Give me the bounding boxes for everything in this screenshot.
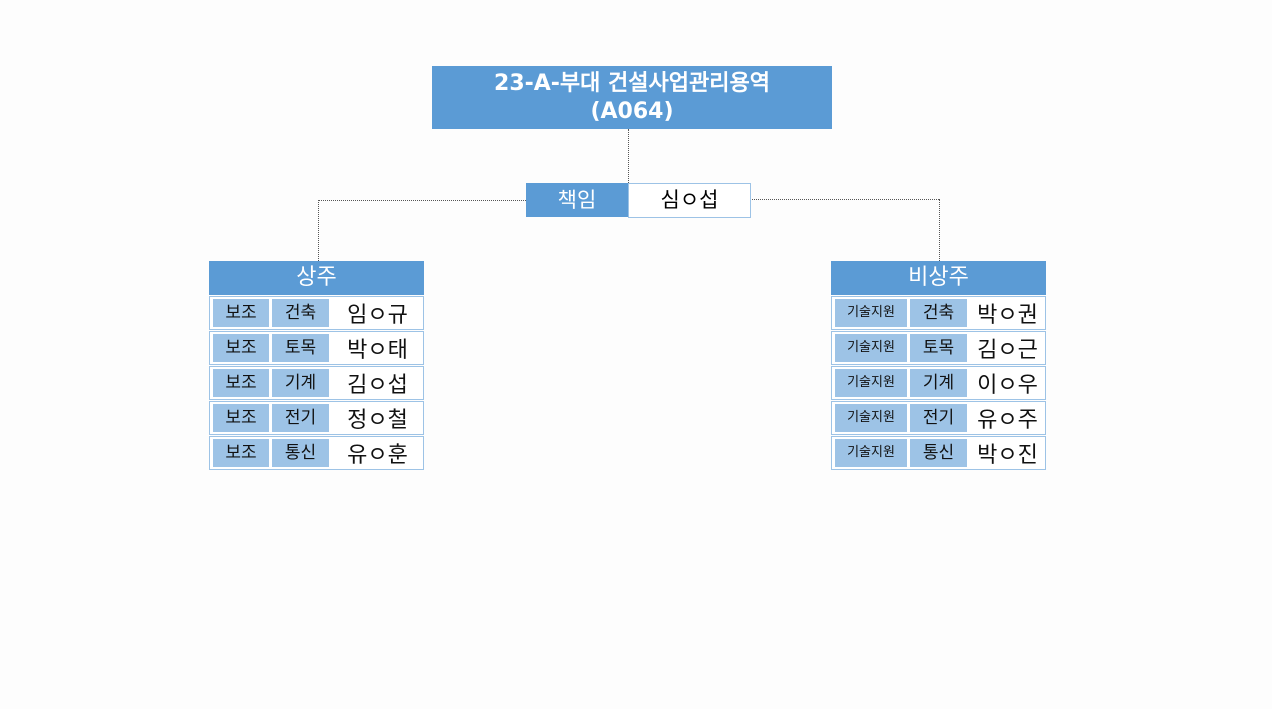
staff-role: 기술지원 <box>835 299 907 327</box>
staff-field: 토목 <box>910 334 967 362</box>
staff-role: 보조 <box>213 369 269 397</box>
staff-field: 전기 <box>910 404 967 432</box>
staff-name: 유ㅇ훈 <box>347 443 408 468</box>
staff-role: 기술지원 <box>835 404 907 432</box>
project-title-box: 23-A-부대 건설사업관리용역 (A064) <box>432 66 832 129</box>
connector-line <box>318 200 319 261</box>
staff-name: 이ㅇ우 <box>977 373 1038 398</box>
staff-role: 보조 <box>213 334 269 362</box>
staff-name: 김ㅇ섭 <box>347 373 408 398</box>
staff-field: 토목 <box>272 334 329 362</box>
staff-name: 박ㅇ권 <box>977 303 1038 328</box>
staff-field: 기계 <box>910 369 967 397</box>
project-title: 23-A-부대 건설사업관리용역 <box>494 70 770 96</box>
staff-field: 건축 <box>910 299 967 327</box>
staff-name: 김ㅇ근 <box>977 338 1038 363</box>
staff-field: 전기 <box>272 404 329 432</box>
staff-role: 기술지원 <box>835 369 907 397</box>
connector-line <box>318 200 526 201</box>
staff-name: 정ㅇ철 <box>347 408 408 433</box>
staff-role: 보조 <box>213 404 269 432</box>
staff-name: 박ㅇ진 <box>977 443 1038 468</box>
staff-name: 임ㅇ규 <box>347 303 408 328</box>
staff-role: 보조 <box>213 439 269 467</box>
staff-name: 박ㅇ태 <box>347 338 408 363</box>
connector-line <box>750 199 939 200</box>
connector-line <box>939 199 940 261</box>
staff-role: 기술지원 <box>835 334 907 362</box>
staff-field: 기계 <box>272 369 329 397</box>
staff-field: 통신 <box>910 439 967 467</box>
project-code: (A064) <box>590 98 674 124</box>
staff-role: 기술지원 <box>835 439 907 467</box>
panel-header: 상주 <box>209 261 424 295</box>
connector-line <box>628 129 629 183</box>
panel-header: 비상주 <box>831 261 1046 295</box>
manager-label: 책임 <box>526 183 628 217</box>
staff-field: 통신 <box>272 439 329 467</box>
manager-name: 심ㅇ섭 <box>628 183 751 218</box>
staff-role: 보조 <box>213 299 269 327</box>
staff-name: 유ㅇ주 <box>977 408 1038 433</box>
staff-field: 건축 <box>272 299 329 327</box>
